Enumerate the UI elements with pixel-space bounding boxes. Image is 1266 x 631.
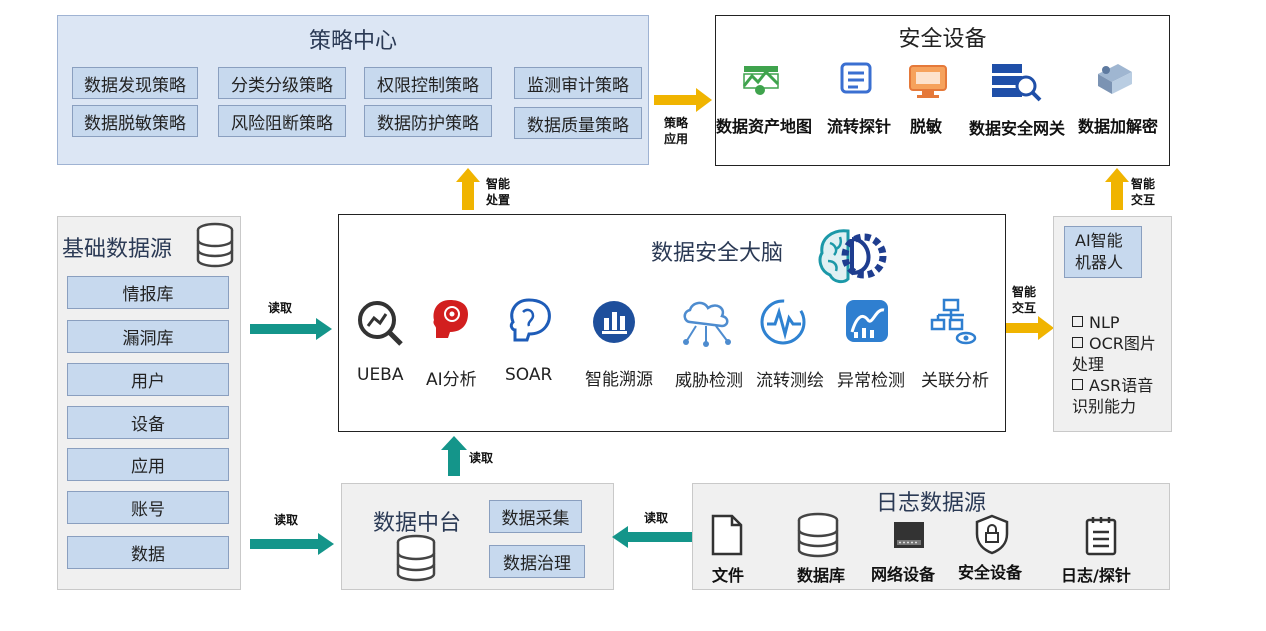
checkbox-icon xyxy=(1072,379,1083,390)
database-icon xyxy=(396,534,436,582)
log-sources-title: 日志数据源 xyxy=(875,491,986,516)
log-source-label: 文件 xyxy=(712,566,745,585)
smart-interact-right-arrow xyxy=(1006,316,1054,340)
strategy-apply-label: 策略 应用 xyxy=(664,116,689,146)
brain-title: 数据安全大脑 xyxy=(651,241,784,266)
platform-item: 数据采集 xyxy=(489,500,582,533)
capability-item: OCR图片 处理 xyxy=(1072,334,1156,374)
trace-icon xyxy=(593,301,635,343)
module-label: 流转测绘 xyxy=(756,371,824,391)
smart-handle-label: 智能 处置 xyxy=(486,177,511,207)
smart-interact-top-label: 智能 交互 xyxy=(1131,177,1156,207)
log-probe-icon xyxy=(1085,517,1117,556)
read-basic-top-label: 读取 xyxy=(268,301,293,315)
network-device-icon xyxy=(894,522,924,548)
correlation-analysis-icon xyxy=(930,298,977,345)
security-devices-title: 安全设备 xyxy=(898,27,987,52)
checkbox-icon xyxy=(1072,316,1083,327)
checkbox-icon xyxy=(1072,337,1083,348)
read-basic-brain-arrow xyxy=(250,318,332,340)
module-label: 威胁检测 xyxy=(675,371,743,391)
device-label: 数据安全网关 xyxy=(969,119,1066,138)
policy-chip: 风险阻断策略 xyxy=(218,105,346,137)
capability-item: ASR语音 识别能力 xyxy=(1072,376,1154,416)
policy-chip: 数据防护策略 xyxy=(364,105,492,137)
log-source-label: 日志/探针 xyxy=(1061,566,1131,585)
shield-lock-icon xyxy=(975,514,1009,555)
read-platform-label: 读取 xyxy=(469,451,494,465)
read-basic-bottom-label: 读取 xyxy=(274,513,299,527)
platform-item: 数据治理 xyxy=(489,545,585,578)
basic-source-item: 应用 xyxy=(67,448,229,481)
policy-chip: 数据发现策略 xyxy=(72,67,198,99)
smart-interact-up-arrow xyxy=(1105,168,1129,210)
module-label: AI分析 xyxy=(426,370,477,390)
log-source-label: 安全设备 xyxy=(958,563,1023,582)
security-gateway-icon xyxy=(992,64,1042,102)
asset-map-icon xyxy=(742,66,780,95)
basic-sources-panel xyxy=(57,216,241,590)
data-platform-title: 数据中台 xyxy=(373,511,462,536)
threat-detection-icon xyxy=(683,301,731,347)
read-log-platform-arrow xyxy=(612,526,692,548)
basic-source-item: 情报库 xyxy=(67,276,229,309)
ueba-icon xyxy=(358,301,403,346)
device-label: 流转探针 xyxy=(827,117,892,136)
basic-source-item: 设备 xyxy=(67,406,229,439)
basic-source-item: 账号 xyxy=(67,491,229,524)
policy-chip: 数据脱敏策略 xyxy=(72,105,198,137)
policy-chip: 权限控制策略 xyxy=(364,67,492,99)
basic-source-item: 数据 xyxy=(67,536,229,569)
policy-chip: 分类分级策略 xyxy=(218,67,346,99)
ai-analysis-icon xyxy=(433,300,468,338)
smart-interact-mid-label: 智能 交互 xyxy=(1012,285,1037,315)
log-source-label: 网络设备 xyxy=(871,565,936,584)
device-label: 数据资产地图 xyxy=(716,117,813,136)
read-log-label: 读取 xyxy=(644,511,669,525)
basic-source-item: 用户 xyxy=(67,363,229,396)
strategy-apply-arrow xyxy=(654,88,712,112)
read-platform-brain-arrow xyxy=(441,436,467,476)
device-label: 数据加解密 xyxy=(1078,117,1159,136)
flow-probe-icon xyxy=(840,62,872,94)
brain-gear-icon xyxy=(818,229,887,284)
basic-source-item: 漏洞库 xyxy=(67,320,229,353)
database-icon xyxy=(196,222,234,268)
soar-icon xyxy=(509,298,551,342)
policy-chip: 监测审计策略 xyxy=(514,67,642,99)
encryption-icon xyxy=(1098,64,1132,94)
device-label: 脱敏 xyxy=(910,117,943,136)
log-source-label: 数据库 xyxy=(797,566,846,585)
module-label: SOAR xyxy=(505,365,553,385)
basic-sources-title: 基础数据源 xyxy=(62,237,173,262)
database-icon xyxy=(797,512,839,558)
ai-robot-title: AI智能 机器人 xyxy=(1064,226,1142,278)
anomaly-detection-icon xyxy=(846,300,888,342)
flow-mapping-icon xyxy=(760,299,806,345)
desensitize-icon xyxy=(909,65,947,98)
module-label: 异常检测 xyxy=(837,371,905,391)
module-label: 关联分析 xyxy=(921,371,989,391)
strategy-center-title: 策略中心 xyxy=(308,29,397,54)
policy-chip: 数据质量策略 xyxy=(514,107,642,139)
module-label: 智能溯源 xyxy=(585,370,653,390)
file-icon xyxy=(711,514,743,556)
module-label: UEBA xyxy=(357,365,404,385)
smart-handle-arrow xyxy=(456,168,480,210)
read-basic-platform-arrow xyxy=(250,533,334,555)
capability-item: NLP xyxy=(1072,312,1120,333)
